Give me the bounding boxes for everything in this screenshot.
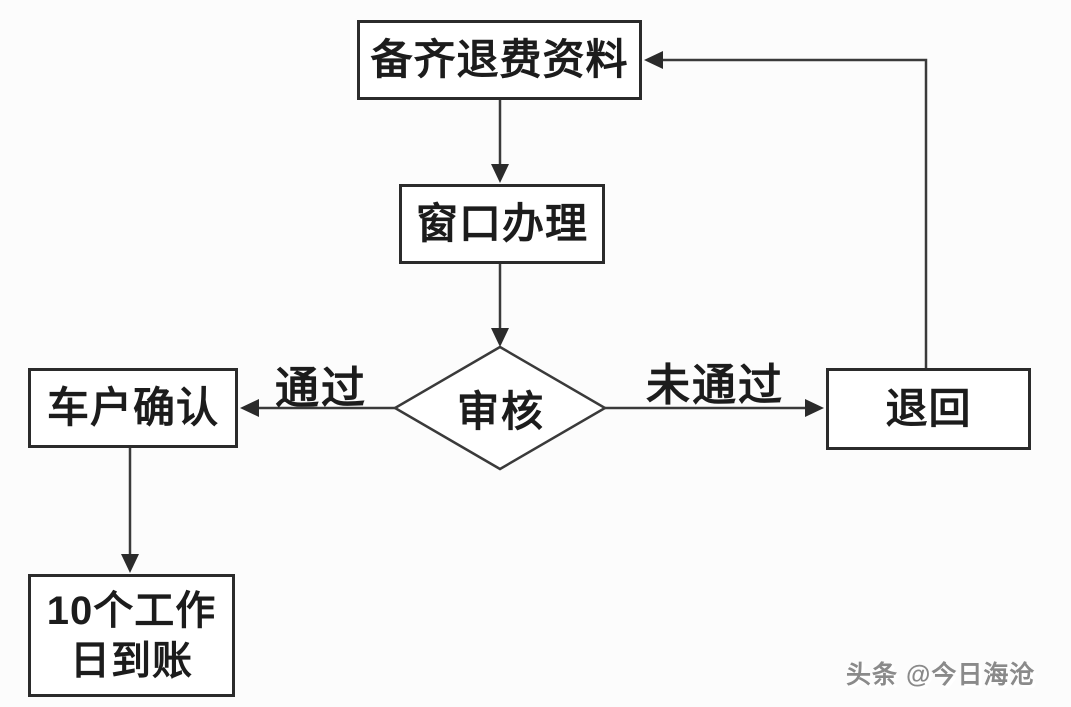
node-window-processing-label: 窗口办理 [415,199,588,247]
arrow-return-to-prepare-head [644,51,663,69]
node-review: 审核 [440,384,562,435]
node-return-label: 退回 [885,384,972,432]
node-owner-confirm: 车户确认 [28,368,238,448]
watermark-toutiao: 头条 @今日海沧 [846,661,1036,689]
node-window-processing: 窗口办理 [399,184,605,264]
arrow-window-to-review-head [491,328,509,347]
node-arrive-10-days-label: 10个工作 日到账 [47,586,217,686]
arrow-review-to-return-head [805,399,824,417]
node-prepare-materials-label: 备齐退费资料 [370,35,629,83]
edge-label-pass: 通过 [275,364,367,413]
arrow-review-to-confirm-head [240,399,259,417]
node-owner-confirm-label: 车户确认 [46,383,219,431]
node-prepare-materials: 备齐退费资料 [357,20,642,100]
review-diamond-shape [392,345,608,471]
arrow-return-to-prepare-line [660,58,928,368]
node-arrive-10-days: 10个工作 日到账 [28,574,235,697]
node-review-label: 审核 [456,387,545,435]
node-arrive-line-1: 10个工作 [46,588,217,633]
arrow-prepare-to-window-head [491,164,509,183]
edge-label-fail: 未通过 [646,361,784,410]
node-arrive-line-2: 日到账 [70,638,193,683]
node-return: 退回 [826,368,1031,450]
arrow-confirm-to-arrive-head [121,554,139,573]
